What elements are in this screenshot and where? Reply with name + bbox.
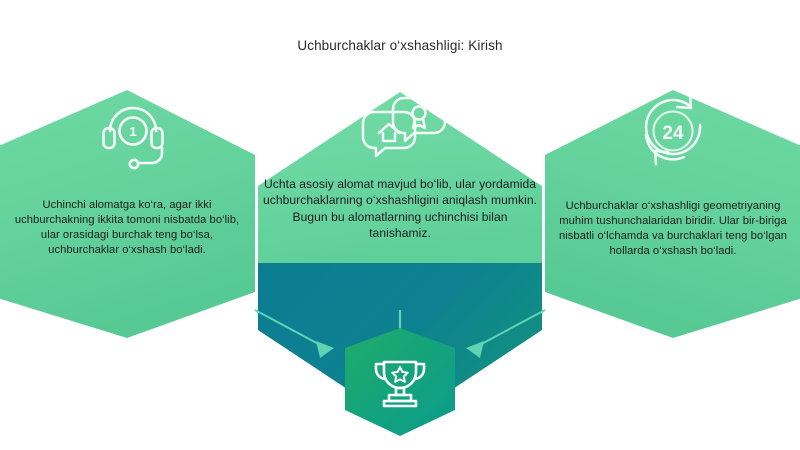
left-hex-shape bbox=[0, 90, 255, 338]
right-badge-number: 24 bbox=[662, 123, 684, 144]
right-panel-text: Uchburchaklar o‘xshashligi geometriyanin… bbox=[558, 200, 788, 258]
trophy-star-glyph bbox=[391, 366, 409, 383]
left-badge-number: 1 bbox=[129, 124, 136, 139]
page-title: Uchburchaklar o‘xshashligi: Kirish bbox=[297, 38, 503, 53]
left-panel-text: Uchinchi alomatga ko‘ra, agar ikki uchbu… bbox=[14, 199, 240, 257]
headset-support-icon bbox=[102, 106, 164, 170]
trophy-star-icon bbox=[374, 360, 426, 408]
award-bubble-shape bbox=[391, 96, 447, 143]
right-panel-hexagon[interactable]: 24 bbox=[545, 90, 800, 338]
award-medal-circle bbox=[411, 105, 427, 121]
trophy-hexagon[interactable] bbox=[345, 328, 455, 436]
twenty-four-seven-icon bbox=[644, 92, 702, 166]
award-ribbon bbox=[411, 117, 427, 130]
left-panel-hexagon[interactable]: 1 bbox=[0, 90, 255, 338]
trophy-hex-shape bbox=[345, 328, 455, 436]
center-panel-text: Uchta asosiy alomat mavjud bo‘lib, ular … bbox=[262, 177, 538, 240]
arrow-left-diagonal bbox=[254, 309, 334, 358]
arrow-right-diagonal bbox=[466, 309, 546, 358]
right-hex-shape bbox=[545, 90, 800, 338]
chat-bubbles-home-award-icon bbox=[361, 96, 447, 158]
